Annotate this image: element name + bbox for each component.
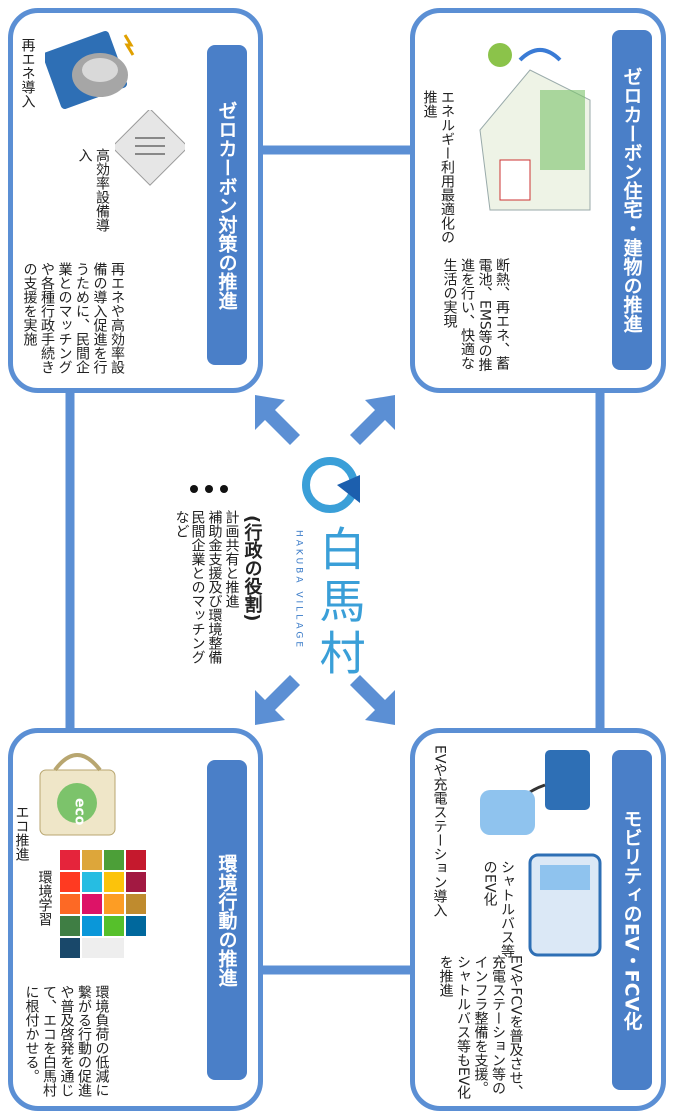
village-subtitle: HAKUBA VILLAGE [293,530,304,651]
panel-title-zero-carbon-measures: ゼロカーボン対策の推進 [207,45,247,365]
role-item-1: 計画共有と推進 [223,510,240,608]
caption-eco: エコ推進 [13,805,30,861]
caption-efficient-equipment: 高効率設備導入 [76,148,111,232]
panel-title-zero-carbon-housing: ゼロカーボン住宅・建物の推進 [612,30,652,370]
panel-title-mobility-ev: モビリティのEV・FCV化 [612,750,652,1090]
caption-energy-optimization: エネルギー利用最適化の推進 [421,90,456,244]
body-environmental-action: 環境負荷の低減に繋がる行動の促進や普及啓発を通じて、エコを白馬村に根付かせる。 [23,985,110,1097]
village-name: 白馬村 [312,525,367,681]
renewable-energy-icon [45,30,135,110]
body-zero-carbon-housing: 断熱、再エネ、蓄電池、EMS等の推進を行い、快適な生活の実現 [441,258,511,372]
efficient-equipment-icon [115,110,185,186]
hakuba-logo-icon [302,457,360,513]
body-mobility-ev: EVやFCVを普及させ、充電ステーション等のインフラ整備を支援。シャトルバス等も… [437,955,524,1100]
caption-environmental-learning: 環境学習 [36,870,53,926]
caption-ev-charging: EVや充電ステーション導入 [431,745,448,918]
caption-renewable: 再エネ導入 [19,38,36,108]
eco-bag-icon [39,753,116,836]
ev-charger-icon [480,750,590,835]
sdgs-grid-icon [60,850,146,958]
role-title: (行政の役割) [241,515,263,622]
house-energy-icon [479,43,591,211]
eco-bag-text: eco [71,798,88,826]
arrows [255,395,395,725]
role-suffix: など [173,510,190,538]
body-zero-carbon-measures: 再エネや高効率設備の導入促進を行うために、民間企業とのマッチングや各種行政手続き… [21,262,126,374]
panel-title-environmental-action: 環境行動の推進 [207,760,247,1080]
role-item-3: 民間企業とのマッチング [189,510,206,664]
caption-shuttle-bus: シャトルバス等のEV化 [481,860,516,958]
role-item-2: 補助金支援及び環境整備 [206,510,223,664]
shuttle-bus-icon [528,853,602,957]
